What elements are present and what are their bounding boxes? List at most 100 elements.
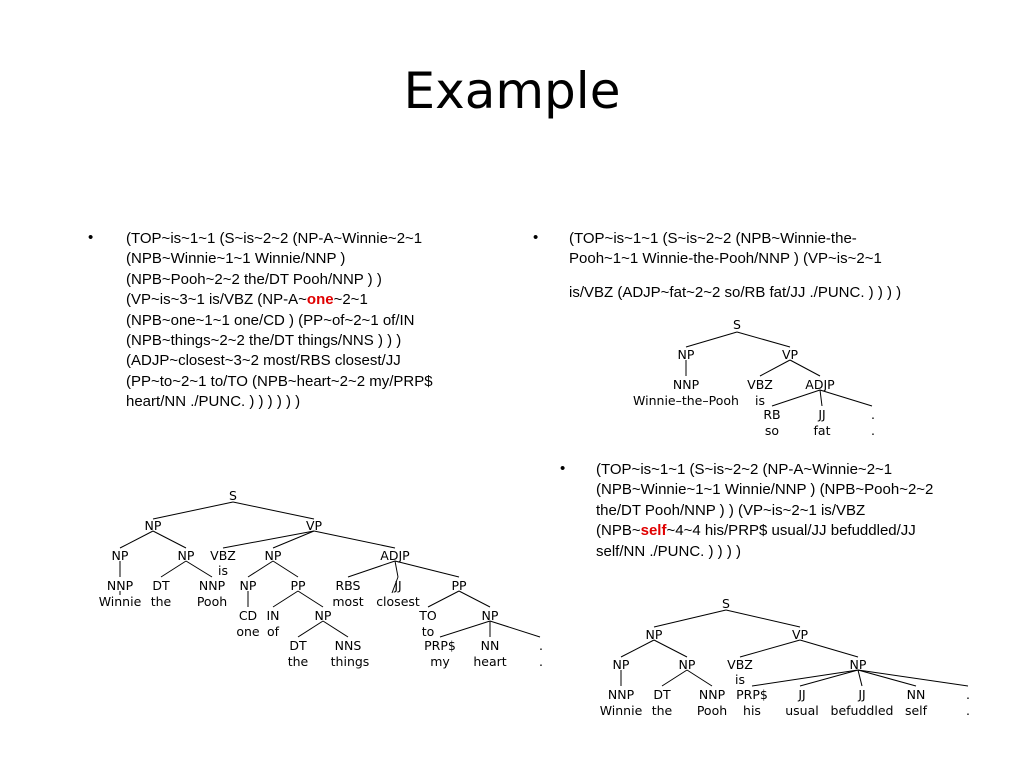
node-ADJP: ADJP bbox=[805, 377, 835, 392]
node-PP: PP bbox=[451, 578, 467, 593]
parse-line: (NPB~Winnie~1~1 Winnie/NNP ) bbox=[126, 250, 346, 268]
node-CD: CD bbox=[239, 608, 257, 623]
node-VBZ: VBZ bbox=[210, 548, 236, 563]
node-JJ: JJ bbox=[797, 687, 805, 702]
node-punc: . bbox=[871, 407, 875, 422]
word-punc: . bbox=[871, 423, 875, 438]
node-JJ: JJ bbox=[817, 407, 825, 422]
node-NN: NN bbox=[481, 638, 500, 653]
node-VBZ: VBZ bbox=[747, 377, 773, 392]
word-most: most bbox=[332, 594, 363, 609]
word-pooh: Pooh bbox=[697, 703, 727, 718]
node-PRP: PRP$ bbox=[424, 638, 456, 653]
word-is: is bbox=[735, 672, 745, 687]
word-befuddled: befuddled bbox=[831, 703, 894, 718]
bullet-right-2: • bbox=[560, 460, 566, 477]
word-winnie: Winnie bbox=[600, 703, 643, 718]
node-NP: NP bbox=[240, 578, 257, 593]
node-NP: NP bbox=[315, 608, 332, 623]
node-VBZ: VBZ bbox=[727, 657, 753, 672]
parse-text: ~4~4 his/PRP$ usual/JJ befuddled/JJ bbox=[666, 522, 916, 540]
slide-title: Example bbox=[403, 62, 621, 120]
node-IN: IN bbox=[266, 608, 279, 623]
parse-text: ~2~1 bbox=[333, 291, 368, 309]
parse-line: (PP~to~2~1 to/TO (NPB~heart~2~2 my/PRP$ bbox=[126, 372, 433, 390]
node-NP: NP bbox=[482, 608, 499, 623]
node-DT: DT bbox=[152, 578, 170, 593]
node-RBS: RBS bbox=[336, 578, 361, 593]
node-NN: NN bbox=[907, 687, 926, 702]
bullet-right-1: • bbox=[533, 229, 539, 246]
word-is: is bbox=[755, 393, 765, 408]
word-of: of bbox=[267, 624, 280, 639]
word-self: self bbox=[905, 703, 928, 718]
parse-text: (NPB~ bbox=[596, 522, 641, 540]
parse-line: (TOP~is~1~1 (S~is~2~2 (NPB~Winnie-the- bbox=[569, 230, 857, 247]
parse-line: is/VBZ (ADJP~fat~2~2 so/RB fat/JJ ./PUNC… bbox=[569, 283, 902, 301]
word-closest: closest bbox=[376, 594, 420, 609]
node-VP: VP bbox=[782, 347, 799, 362]
node-NP: NP bbox=[678, 347, 695, 362]
bracketed-parse-right-2: (TOP~is~1~1 (S~is~2~2 (NP-A~Winnie~2~1 (… bbox=[596, 460, 933, 562]
node-PRP: PRP$ bbox=[736, 687, 768, 702]
bullet-left: • bbox=[88, 229, 94, 246]
node-NNP: NNP bbox=[673, 377, 700, 392]
parse-tree-right-1: S NP VP NNP Winnie–the–Pooh VBZ is ADJP … bbox=[633, 317, 875, 438]
parse-line: (NPB~self~4~4 his/PRP$ usual/JJ befuddle… bbox=[596, 521, 933, 541]
bracketed-parse-left: (TOP~is~1~1 (S~is~2~2 (NP-A~Winnie~2~1 (… bbox=[126, 229, 433, 413]
node-S: S bbox=[733, 317, 741, 332]
word-winnie: Winnie bbox=[99, 594, 142, 609]
word-the: the bbox=[288, 654, 309, 669]
node-PP: PP bbox=[290, 578, 306, 593]
parse-line: self/NN ./PUNC. ) ) ) ) bbox=[596, 542, 741, 560]
node-NP: NP bbox=[613, 657, 630, 672]
node-NNP: NNP bbox=[608, 687, 635, 702]
node-punc: . bbox=[539, 638, 543, 653]
node-NP: NP bbox=[850, 657, 867, 672]
node-TO: TO bbox=[418, 608, 437, 623]
highlight-head-word: self bbox=[640, 522, 667, 540]
node-NNP: NNP bbox=[107, 578, 134, 593]
word-the: the bbox=[151, 594, 172, 609]
node-VP: VP bbox=[306, 518, 323, 533]
word-winnie-the-pooh: Winnie–the–Pooh bbox=[633, 393, 739, 408]
word-pooh: Pooh bbox=[197, 594, 227, 609]
node-NP: NP bbox=[145, 518, 162, 533]
parse-line: (NPB~Pooh~2~2 the/DT Pooh/NNP ) ) bbox=[126, 270, 382, 288]
node-DT: DT bbox=[289, 638, 307, 653]
node-NNP: NNP bbox=[699, 687, 726, 702]
node-RB: RB bbox=[763, 407, 780, 422]
node-NP: NP bbox=[112, 548, 129, 563]
bracketed-parse-right-1: (TOP~is~1~1 (S~is~2~2 (NPB~Winnie-the- P… bbox=[569, 229, 901, 303]
node-NNP: NNP bbox=[199, 578, 226, 593]
node-ADJP: ADJP bbox=[380, 548, 410, 563]
highlight-head-word: one bbox=[306, 291, 334, 309]
word-one: one bbox=[236, 624, 260, 639]
parse-tree-left: S NP VP NP NP VBZ is NP ADJP NNP Winnie … bbox=[99, 488, 543, 669]
node-NP: NP bbox=[265, 548, 282, 563]
node-NP: NP bbox=[646, 627, 663, 642]
node-NNS: NNS bbox=[335, 638, 362, 653]
word-is: is bbox=[218, 563, 228, 578]
parse-line: the/DT Pooh/NNP ) ) (VP~is~2~1 is/VBZ bbox=[596, 501, 866, 519]
node-punc: . bbox=[966, 687, 970, 702]
parse-line: (NPB~things~2~2 the/DT things/NNS ) ) ) bbox=[126, 332, 402, 350]
word-things: things bbox=[331, 654, 370, 669]
parse-text: (VP~is~3~1 is/VBZ (NP-A~ bbox=[126, 291, 307, 309]
node-S: S bbox=[229, 488, 237, 503]
word-heart: heart bbox=[473, 654, 506, 669]
word-punc: . bbox=[539, 654, 543, 669]
parse-line: (TOP~is~1~1 (S~is~2~2 (NP-A~Winnie~2~1 bbox=[596, 461, 893, 478]
parse-line: heart/NN ./PUNC. ) ) ) ) ) ) bbox=[126, 393, 301, 411]
parse-line: (NPB~Winnie~1~1 Winnie/NNP ) (NPB~Pooh~2… bbox=[596, 481, 934, 499]
word-my: my bbox=[430, 654, 450, 669]
node-NP: NP bbox=[679, 657, 696, 672]
node-VP: VP bbox=[792, 627, 809, 642]
word-usual: usual bbox=[785, 703, 819, 718]
parse-line: (VP~is~3~1 is/VBZ (NP-A~one~2~1 bbox=[126, 290, 433, 310]
node-JJ: JJ bbox=[857, 687, 865, 702]
node-S: S bbox=[722, 596, 730, 611]
node-JJ: JJ bbox=[393, 578, 401, 593]
parse-line: (NPB~one~1~1 one/CD ) (PP~of~2~1 of/IN bbox=[126, 311, 415, 329]
